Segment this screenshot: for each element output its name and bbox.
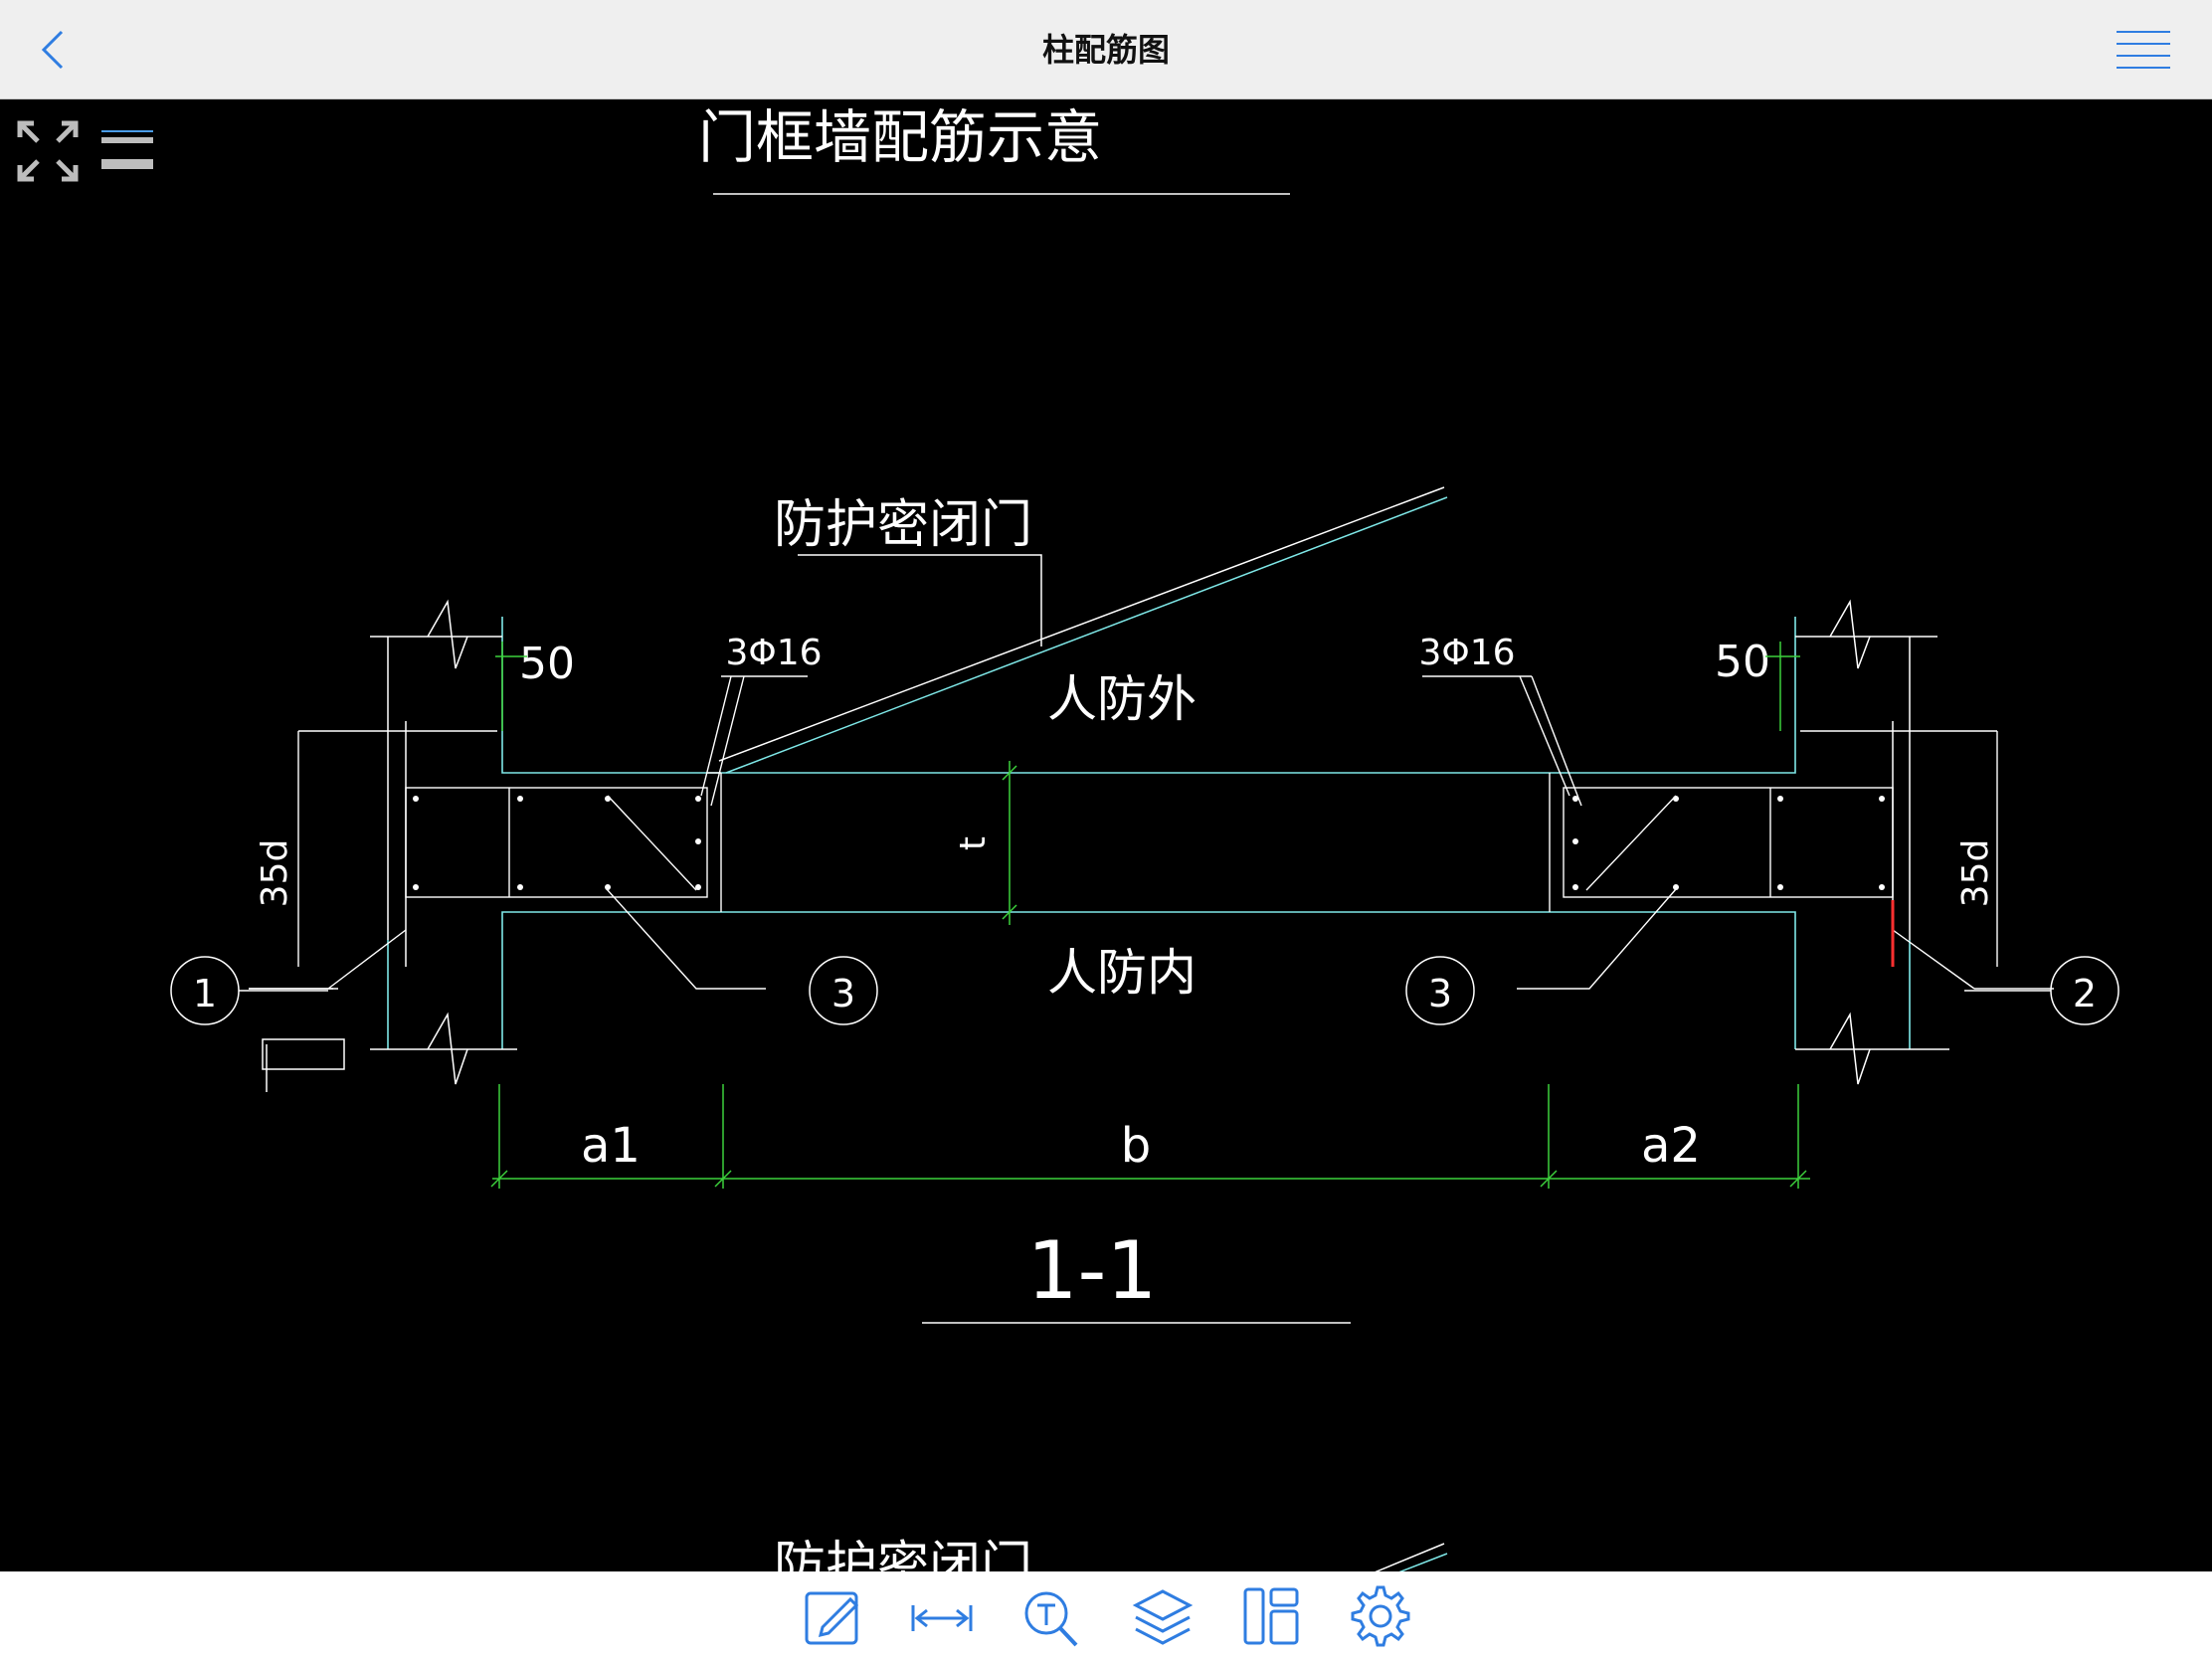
layers-icon <box>1132 1589 1194 1645</box>
measure-button[interactable] <box>909 1583 975 1649</box>
dim-a1: a1 <box>581 1118 641 1174</box>
dim-a2: a2 <box>1641 1118 1701 1174</box>
rebar-label-left: 3Φ16 <box>725 633 822 673</box>
cad-drawing: 门框墙配筋示意 防护密闭门 <box>170 103 2120 1571</box>
layout-panels-icon <box>1243 1587 1299 1645</box>
door-label-partial: 防护密闭门 <box>774 1537 1032 1571</box>
dim-b: b <box>1121 1118 1151 1174</box>
bottom-toolbar <box>0 1571 2212 1659</box>
inside-label: 人防内 <box>1047 944 1197 1002</box>
anchor-label-left: 35d <box>255 839 295 908</box>
navigation-bar: 柱配筋图 <box>0 0 2212 99</box>
callout-3-left: 3 <box>831 972 855 1015</box>
dim-50-left: 50 <box>519 639 575 689</box>
thickness-dimension <box>495 642 1800 925</box>
callout-circles <box>170 956 2120 1092</box>
measure-distance-icon <box>911 1605 973 1631</box>
back-button[interactable] <box>22 20 92 80</box>
layers-button[interactable] <box>1130 1583 1196 1649</box>
rebar-dots-left <box>413 796 701 890</box>
width-dimensions <box>490 1084 1810 1189</box>
rebar-cage-left <box>249 675 808 990</box>
rebar-cage-right <box>1422 675 2054 990</box>
door-leaf-inner-line <box>725 496 1448 774</box>
anchor-label-right: 35d <box>1955 839 1996 908</box>
line-toggle-button[interactable] <box>99 123 155 175</box>
dim-50-right: 50 <box>1715 637 1770 687</box>
section-label: 1-1 <box>1027 1224 1158 1317</box>
fullscreen-button[interactable] <box>14 117 84 187</box>
callout-2: 2 <box>2073 972 2097 1015</box>
menu-button[interactable] <box>2109 20 2178 80</box>
settings-gear-icon <box>1351 1585 1410 1647</box>
callout-1: 1 <box>193 972 217 1015</box>
door-leaf-line <box>718 486 1445 762</box>
thickness-label: t <box>953 836 994 850</box>
edit-pencil-icon <box>805 1591 859 1645</box>
drawing-title: 门框墙配筋示意 <box>698 103 1102 171</box>
hamburger-menu-icon <box>2117 31 2170 69</box>
line-toggle-icon <box>101 130 153 169</box>
callout-3-right: 3 <box>1428 972 1452 1015</box>
page-title: 柱配筋图 <box>1041 31 1170 69</box>
door-label: 防护密闭门 <box>774 495 1032 555</box>
expand-arrows-icon <box>17 120 79 182</box>
door-leader <box>798 554 1042 646</box>
chevron-left-icon <box>41 30 64 70</box>
text-search-button[interactable] <box>1018 1583 1084 1649</box>
rebar-label-right: 3Φ16 <box>1418 633 1515 673</box>
settings-button[interactable] <box>1348 1583 1413 1649</box>
outside-label: 人防外 <box>1047 670 1197 728</box>
layout-button[interactable] <box>1239 1583 1305 1649</box>
rebar-dots-right <box>1572 796 1885 890</box>
text-search-icon <box>1024 1591 1078 1647</box>
annotate-button[interactable] <box>801 1583 866 1649</box>
drawing-canvas[interactable]: 门框墙配筋示意 防护密闭门 <box>0 99 2212 1571</box>
